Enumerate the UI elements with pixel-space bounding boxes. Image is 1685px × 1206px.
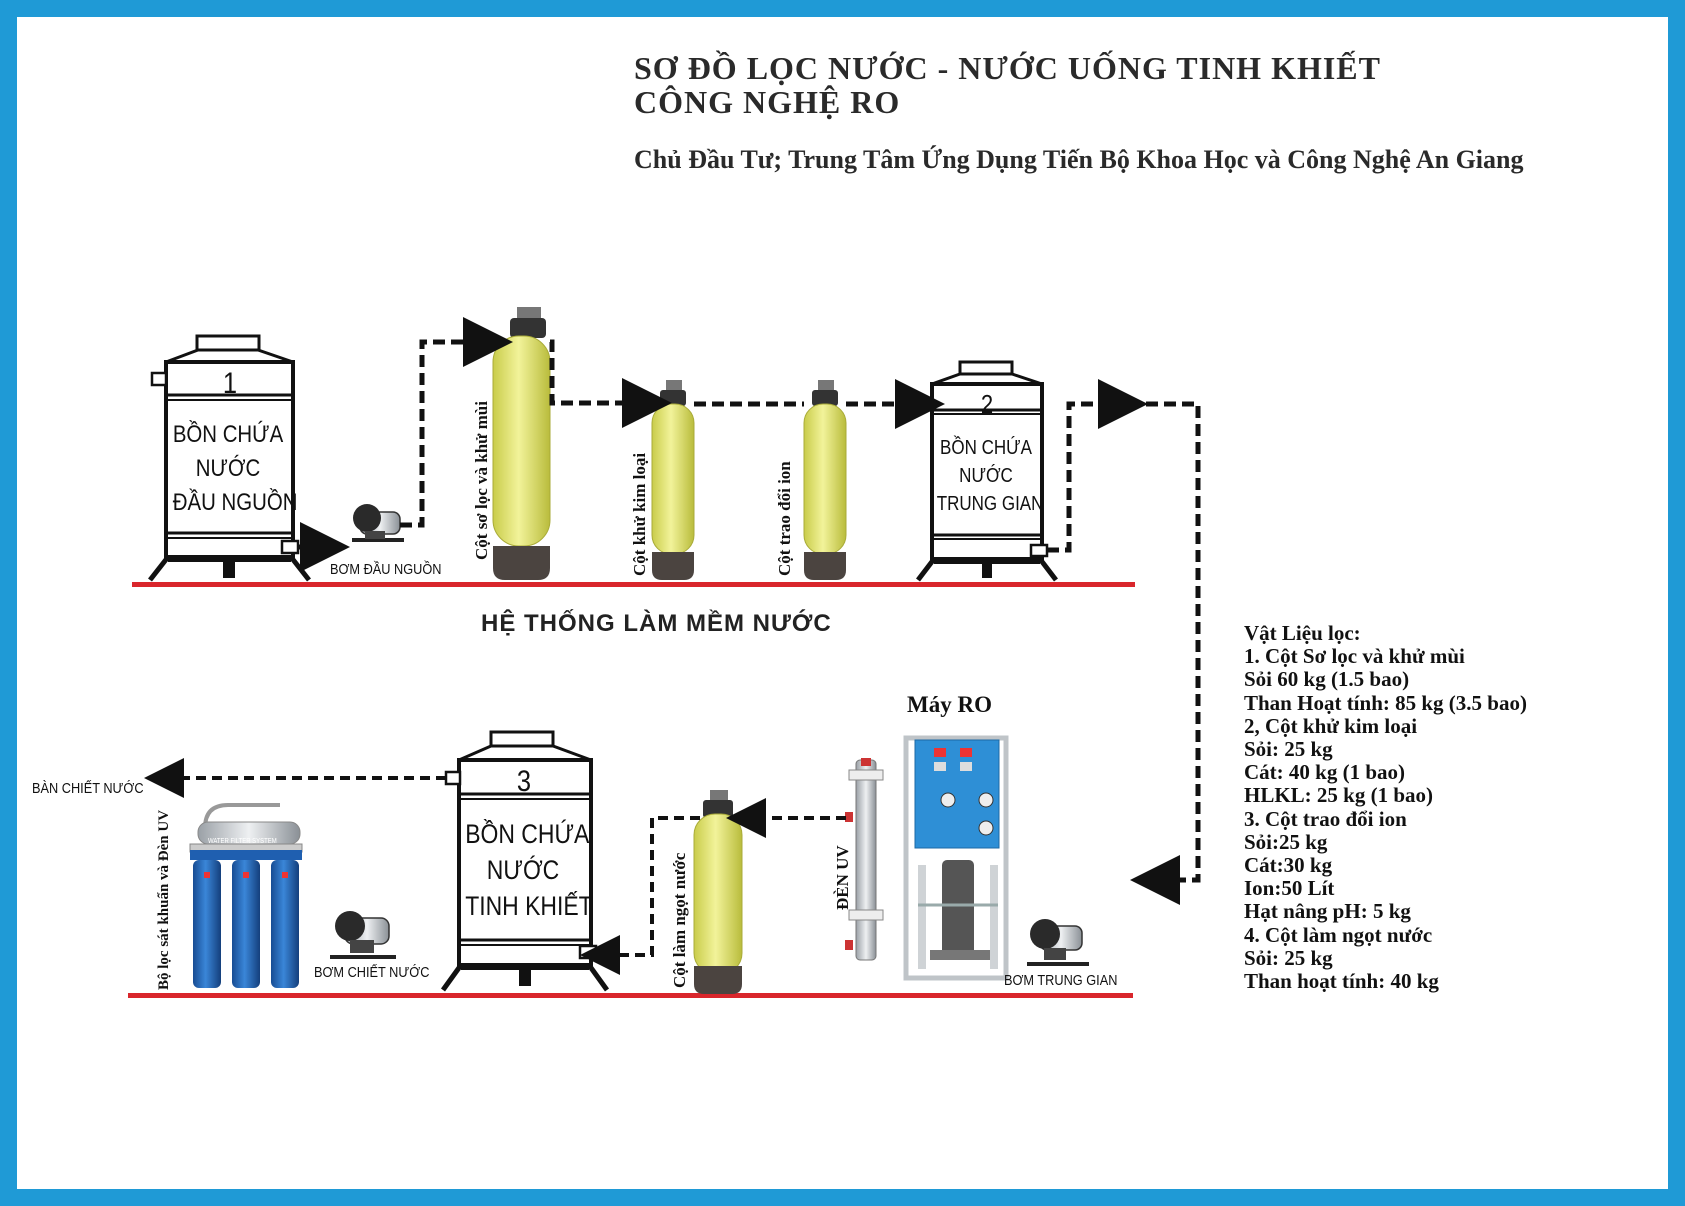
pump-source-label: BƠM ĐẦU NGUỒN	[330, 561, 442, 578]
flow-lines-top	[298, 317, 1201, 905]
column-ion-exchange-label: Cột trao đổi ion	[775, 461, 794, 576]
title-line-1: SƠ ĐỒ LỌC NƯỚC - NƯỚC UỐNG TINH KHIẾT	[634, 50, 1381, 86]
materials-line: Sỏi 60 kg (1.5 bao)	[1244, 667, 1410, 692]
floor-line-top	[132, 582, 1135, 587]
softening-section-label: HỆ THỐNG LÀM MỀM NƯỚC	[481, 610, 832, 637]
materials-line: Sỏi:25 kg	[1244, 829, 1328, 854]
pump-dispense-icon	[330, 911, 396, 959]
materials-line: 4. Cột làm ngọt nước	[1244, 922, 1433, 947]
materials-line: Cát: 40 kg (1 bao)	[1244, 760, 1405, 785]
tank-1-number: 1	[222, 367, 238, 400]
materials-line: Sỏi: 25 kg	[1244, 737, 1333, 762]
tank-2-number: 2	[980, 389, 994, 419]
ro-machine-label: Máy RO	[907, 692, 992, 717]
tank-3	[440, 730, 610, 992]
materials-line: Sỏi: 25 kg	[1244, 945, 1333, 970]
materials-list: Vật Liệu lọc: 1. Cột Sơ lọc và khử mùi S…	[1244, 621, 1527, 994]
pump-intermediate-label: BƠM TRUNG GIAN	[1004, 972, 1118, 989]
column-metal-removal-label: Cột khử kim loại	[630, 452, 649, 576]
column-pre-filter	[492, 307, 551, 580]
materials-line: Than Hoạt tính: 85 kg (3.5 bao)	[1244, 690, 1527, 715]
column-pre-filter-label: Cột sơ lọc và khử mùi	[472, 401, 491, 560]
column-sweetening	[693, 790, 743, 994]
materials-line: HLKL: 25 kg (1 bao)	[1244, 783, 1434, 808]
subtitle: Chủ Đầu Tư; Trung Tâm Ứng Dụng Tiến Bộ K…	[634, 145, 1524, 174]
materials-line: Hạt nâng pH: 5 kg	[1244, 899, 1411, 924]
column-ion-exchange	[803, 380, 847, 580]
materials-line: Cát:30 kg	[1244, 853, 1333, 878]
uv-lamp	[845, 758, 884, 961]
dispense-table-label: BÀN CHIẾT NƯỚC	[32, 780, 144, 797]
ro-machine	[903, 735, 1009, 981]
filter-set	[189, 803, 303, 988]
materials-line: Than hoạt tính: 40 kg	[1244, 969, 1439, 994]
uv-lamp-label: ĐÈN UV	[833, 845, 852, 910]
title-line-2: CÔNG NGHỆ RO	[634, 84, 901, 120]
pump-source-icon	[352, 504, 404, 542]
materials-heading: Vật Liệu lọc:	[1244, 621, 1361, 645]
filter-housing-text: WATER FILTER SYSTEM	[208, 838, 277, 845]
materials-line: 3. Cột trao đổi ion	[1244, 806, 1407, 831]
column-metal-removal	[651, 380, 695, 580]
tank-2	[916, 360, 1058, 582]
flow-lines-bottom	[144, 758, 846, 975]
tank-1	[148, 334, 311, 582]
materials-line: 1. Cột Sơ lọc và khử mùi	[1244, 644, 1465, 669]
column-sweetening-label: Cột làm ngọt nước	[670, 852, 689, 988]
filter-set-label: Bộ lọc sát khuẩn và Đèn UV	[156, 809, 172, 990]
pump-dispense-label: BƠM CHIẾT NƯỚC	[314, 964, 430, 981]
materials-line: Ion:50 Lít	[1244, 876, 1335, 901]
floor-line-bottom	[128, 993, 1133, 998]
materials-line: 2, Cột khử kim loại	[1244, 713, 1418, 738]
tank-3-number: 3	[516, 765, 532, 798]
pump-intermediate-icon	[1027, 919, 1089, 966]
